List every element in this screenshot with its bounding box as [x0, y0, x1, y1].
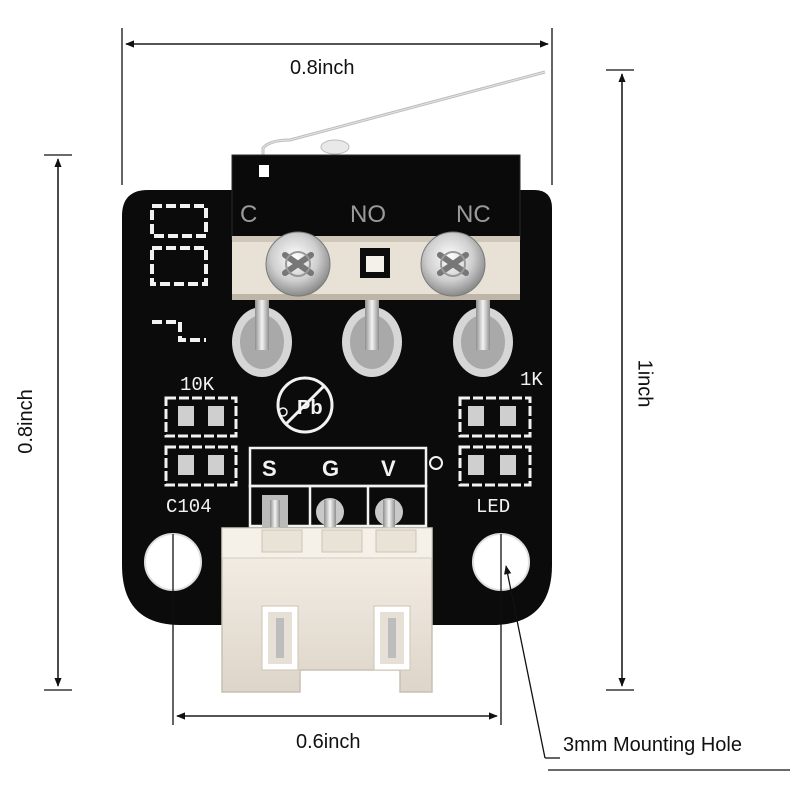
dimension-label-right-height: 1inch	[633, 359, 656, 408]
switch-label-c: C	[240, 201, 257, 228]
switch-pin-nc	[453, 300, 513, 377]
dimension-label-top-width: 0.8inch	[290, 57, 355, 79]
silk-pin-g: G	[322, 456, 339, 481]
silk-label-led: LED	[476, 496, 510, 518]
dimension-bottom	[172, 534, 502, 725]
smd-capacitor-c104	[164, 445, 238, 487]
switch-lever	[261, 70, 546, 160]
silkscreen-dot	[278, 407, 288, 417]
hole-callout-label: 3mm Mounting Hole	[563, 734, 742, 756]
switch-pin-c	[232, 300, 292, 377]
silk-label-1k: 1K	[520, 369, 543, 391]
svg-text:Pb: Pb	[297, 397, 323, 419]
switch-lever-roller	[320, 139, 350, 155]
micro-switch-body	[231, 154, 521, 241]
dimension-right	[606, 69, 634, 691]
pb-free-icon: Pb	[276, 376, 334, 434]
switch-label-nc: NC	[456, 201, 491, 228]
silk-pin-s: S	[262, 456, 277, 481]
silkscreen-ring	[429, 456, 443, 470]
silk-pin-v: V	[381, 456, 396, 481]
hole-callout-leader	[504, 565, 790, 771]
smd-resistor-1k	[458, 396, 532, 438]
silkscreen-logo	[150, 204, 208, 342]
jst-connector	[221, 527, 433, 693]
dimension-top	[121, 28, 553, 185]
connector-pins	[262, 495, 403, 532]
connector-silkscreen	[248, 446, 428, 528]
smd-led	[458, 445, 532, 487]
switch-actuator-notch	[259, 165, 269, 177]
switch-label-no: NO	[350, 201, 386, 228]
dimension-label-left-height: 0.8inch	[14, 389, 37, 454]
silk-label-10k: 10K	[180, 374, 215, 396]
dimension-label-hole-spacing: 0.6inch	[296, 731, 361, 753]
screw-left	[265, 231, 331, 297]
screw-right	[420, 231, 486, 297]
smd-resistor-10k	[164, 396, 238, 438]
silk-label-c104: C104	[166, 496, 212, 518]
switch-pin-no	[342, 300, 402, 377]
dimension-left	[44, 154, 72, 691]
